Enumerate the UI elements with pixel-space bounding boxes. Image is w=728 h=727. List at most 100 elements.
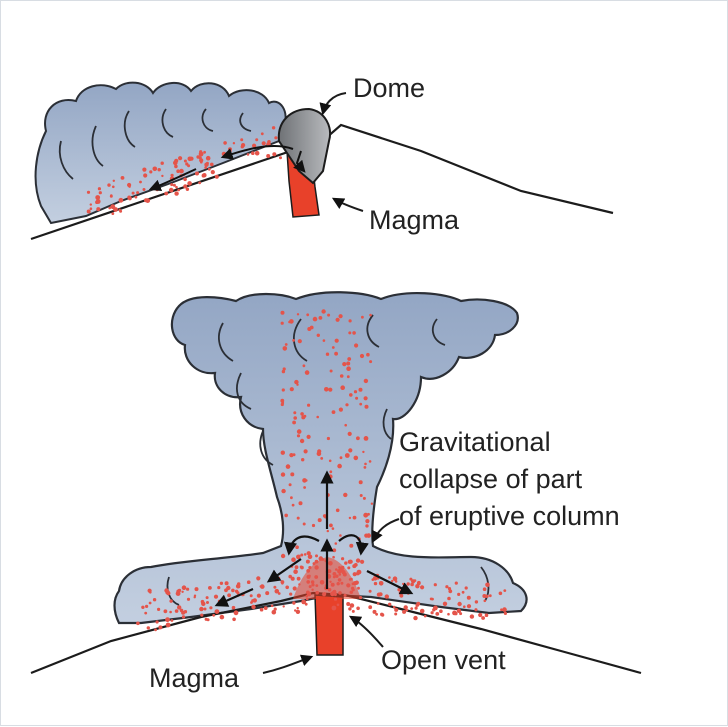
ejecta-particle (208, 586, 212, 590)
ejecta-particle (347, 357, 351, 361)
ejecta-particle (391, 580, 393, 582)
ejecta-particle (375, 613, 378, 616)
ejecta-particle (354, 343, 358, 347)
ejecta-particle (363, 497, 366, 500)
ejecta-particle (260, 585, 262, 587)
ejecta-particle (293, 586, 297, 590)
ejecta-particle (136, 191, 139, 194)
ejecta-particle (174, 191, 178, 195)
ejecta-particle (320, 580, 325, 585)
ejecta-particle (136, 622, 140, 626)
ejecta-particle (139, 181, 142, 184)
ejecta-particle (364, 436, 369, 441)
ejecta-particle (233, 142, 235, 144)
ejecta-particle (328, 474, 332, 478)
ejecta-particle (292, 421, 296, 425)
ejecta-particle (170, 183, 173, 186)
ejecta-particle (353, 516, 357, 520)
ejecta-particle (359, 403, 362, 406)
ejecta-particle (203, 151, 206, 154)
ejecta-particle (266, 154, 270, 158)
ejecta-particle (348, 331, 351, 334)
ejecta-particle (113, 180, 115, 182)
ejecta-particle (250, 601, 253, 604)
ejecta-particle (331, 583, 335, 587)
ejecta-particle (310, 326, 314, 330)
ejecta-particle (158, 625, 162, 629)
ejecta-particle (220, 582, 223, 585)
ejecta-particle (354, 390, 357, 393)
ejecta-particle (227, 593, 231, 597)
ejecta-particle (334, 598, 337, 601)
ejecta-particle (337, 582, 340, 585)
ejecta-particle (344, 594, 347, 597)
ejecta-particle (352, 610, 355, 613)
ejecta-particle (195, 587, 199, 591)
ejecta-particle (201, 600, 205, 604)
ejecta-particle (293, 411, 296, 414)
ejecta-particle (360, 354, 364, 358)
ejecta-particle (285, 586, 289, 590)
collapse-label-line3: of eruptive column (399, 501, 620, 531)
ejecta-particle (147, 626, 150, 629)
ejecta-particle (223, 141, 227, 145)
ejecta-particle (194, 596, 196, 598)
ejecta-particle (463, 605, 466, 608)
ejecta-particle (306, 580, 310, 584)
ejecta-particle (298, 339, 302, 343)
ejecta-particle (298, 583, 300, 585)
ejecta-particle (465, 586, 468, 589)
ejecta-particle (369, 590, 372, 593)
ejecta-particle (142, 168, 146, 172)
ejecta-particle (300, 554, 303, 557)
ejecta-particle (156, 620, 159, 623)
ejecta-particle (265, 591, 269, 595)
ejecta-particle (417, 581, 421, 585)
dome-collapse-panel: Dome Magma (31, 73, 613, 239)
ejecta-particle (333, 576, 336, 579)
ejecta-particle (183, 178, 187, 182)
ejecta-particle (164, 192, 168, 196)
ejecta-particle (305, 479, 307, 481)
ejecta-particle (204, 163, 208, 167)
ejecta-particle (356, 436, 360, 440)
ejecta-particle (283, 346, 288, 351)
ejecta-particle (326, 353, 329, 356)
ejecta-particle (199, 607, 203, 611)
open-vent-leader (351, 617, 383, 647)
ejecta-particle (306, 569, 310, 573)
ejecta-particle (364, 396, 368, 400)
dome-label: Dome (353, 73, 425, 103)
ejecta-particle (380, 613, 384, 617)
ejecta-particle (175, 609, 179, 613)
ejecta-particle (318, 518, 322, 522)
ejecta-particle (445, 585, 448, 588)
ejecta-particle (339, 573, 342, 576)
ejecta-particle (295, 565, 299, 569)
ejecta-particle (112, 186, 115, 189)
ejecta-particle (404, 605, 408, 609)
ejecta-particle (228, 147, 232, 151)
ejecta-particle (328, 388, 332, 392)
ejecta-particle (292, 504, 295, 507)
ejecta-particle (348, 607, 351, 610)
ejecta-particle (247, 580, 251, 584)
ejecta-particle (459, 612, 462, 615)
ejecta-particle (297, 607, 299, 609)
ejecta-particle (504, 612, 507, 615)
ejecta-particle (340, 374, 344, 378)
ejecta-particle (204, 608, 207, 611)
ejecta-particle (316, 416, 319, 419)
ejecta-particle (349, 517, 351, 519)
ejecta-particle (388, 603, 391, 606)
ejecta-particle (297, 429, 302, 434)
ejecta-particle (447, 597, 451, 601)
ejecta-particle (343, 493, 347, 497)
ejecta-particle (475, 600, 478, 603)
ejecta-particle (306, 560, 310, 564)
ejecta-particle (364, 379, 368, 383)
ejecta-particle (241, 143, 245, 147)
ejecta-particle (177, 605, 181, 609)
ejecta-particle (332, 527, 335, 530)
collapse-label-line1: Gravitational (399, 427, 551, 457)
